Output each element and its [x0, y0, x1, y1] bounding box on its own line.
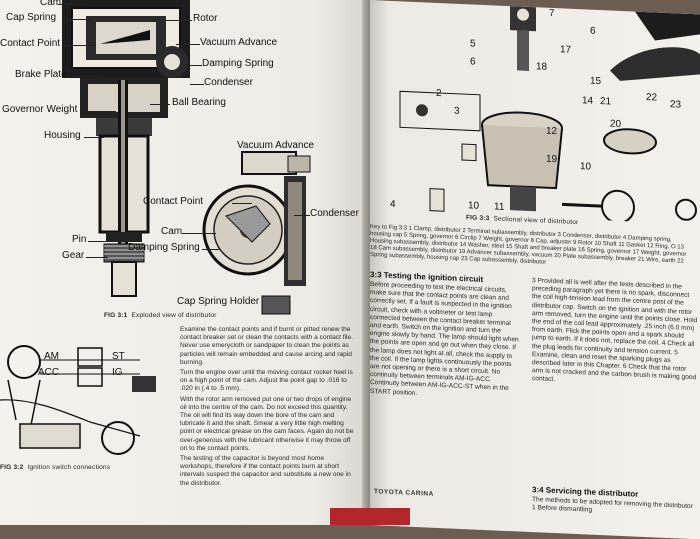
part-number-label: 3	[454, 105, 460, 117]
fig-3-2-number: FIG 3:2	[0, 464, 24, 471]
leader-line	[232, 203, 252, 204]
label-condenser: Condenser	[204, 77, 253, 88]
leader-line	[166, 20, 192, 21]
part-number-label: 7	[549, 7, 555, 20]
label-damping-spring-2: Damping Spring	[128, 242, 200, 253]
leader-line	[294, 215, 310, 216]
part-number-label: 10	[468, 200, 480, 212]
part-number-label: 14	[582, 95, 594, 107]
label-ig: IG	[112, 367, 123, 378]
fig-3-2-caption: FIG 3:2 Ignition switch connections	[0, 464, 110, 471]
part-number-label: 17	[560, 44, 572, 56]
part-number-label: 20	[610, 118, 622, 130]
label-st: ST	[112, 351, 125, 362]
label-cap-spring: Cap Spring	[6, 12, 57, 23]
label-contact-point: Contact Point	[0, 38, 61, 49]
part-number-label: 12	[546, 125, 558, 138]
leader-line	[150, 104, 170, 105]
leader-line	[190, 84, 204, 85]
part-number-label: 2	[436, 87, 442, 100]
leader-line	[70, 76, 100, 77]
leader-line	[84, 111, 116, 112]
part-number-label: 15	[590, 75, 602, 88]
label-pin: Pin	[72, 234, 87, 245]
leader-line	[186, 65, 202, 66]
servicing-body-text: 3 Provided all is well after the tests d…	[532, 277, 698, 384]
leader-line	[182, 233, 216, 234]
label-housing: Housing	[44, 130, 81, 141]
ignition-switch-drawing	[0, 345, 156, 455]
exploded-distributor-drawing	[62, 0, 190, 297]
part-number-label: 22	[646, 92, 658, 104]
leader-line	[62, 19, 92, 20]
paragraph: The testing of the capacitor is beyond m…	[180, 455, 351, 487]
label-acc: ACC	[38, 367, 60, 378]
testing-body-text: Before proceeding to test the electrical…	[370, 281, 519, 397]
label-gear: Gear	[62, 250, 85, 261]
leader-line	[202, 249, 220, 250]
part-number-label: 6	[470, 56, 476, 68]
paragraph: With the rotor arm removed put one or tw…	[180, 395, 354, 452]
paragraph: Examine the contact points and if burnt …	[180, 326, 353, 366]
paragraph: Turn the engine over until the moving co…	[180, 369, 353, 393]
part-number-label: 5	[470, 38, 476, 50]
label-rotor: Rotor	[193, 13, 218, 24]
left-page: Cam Cap Spring Contact Point Brake Plate…	[0, 0, 368, 525]
label-cam: Cam	[40, 0, 62, 8]
leader-line	[86, 257, 108, 258]
part-number-label: 18	[536, 61, 548, 73]
distributor-assembly-drawing	[202, 151, 311, 315]
label-contact-point-2: Contact Point	[143, 196, 204, 207]
part-number-label: 23	[670, 99, 682, 111]
page-footer: TOYOTA CARINA	[374, 488, 434, 498]
leader-line	[58, 4, 88, 5]
label-condenser-2: Condenser	[310, 208, 359, 219]
label-vacuum-advance-2: Vacuum Advance	[237, 140, 315, 151]
label-cap-spring-holder: Cap Spring Holder	[177, 296, 260, 307]
label-brake-plate: Brake Plate	[15, 69, 67, 80]
figure-key: Key to Fig 3:3 1 Clamp, distributor 2 Te…	[370, 224, 687, 266]
part-number-label: 21	[600, 96, 612, 108]
label-vacuum-advance: Vacuum Advance	[200, 37, 278, 48]
sectional-distributor-drawing	[399, 6, 700, 224]
fig-3-1-text: Exploded view of distributor	[131, 312, 217, 319]
fig-3-1-number: FIG 3:1	[104, 312, 128, 319]
label-am: AM	[44, 351, 59, 362]
fig-3-1-caption: FIG 3:1 Exploded view of distributor	[104, 312, 217, 319]
servicing-tail-text: The methods to be adopted for removing t…	[532, 496, 693, 514]
part-number-label: 4	[390, 198, 396, 211]
label-ball-bearing: Ball Bearing	[172, 97, 226, 108]
leader-line	[88, 241, 106, 242]
left-body-text: Examine the contact points and if burnt …	[180, 326, 355, 490]
part-number-label: 11	[494, 201, 505, 213]
fig-3-3-number: FIG 3:3	[466, 214, 490, 223]
leader-line	[84, 137, 104, 138]
label-cam-2: Cam	[161, 226, 183, 237]
part-number-label: 19	[546, 153, 558, 166]
label-damping-spring: Damping Spring	[202, 58, 274, 69]
leader-line	[176, 44, 200, 45]
leader-line	[62, 45, 96, 46]
red-book-edge	[330, 508, 410, 525]
right-page: 7 6 17 5 6 18 15 14 2 3 12 10 19 20 21 2…	[370, 0, 700, 539]
part-number-label: 10	[580, 161, 592, 173]
label-governor-weight: Governor Weight	[2, 104, 78, 115]
part-number-label: 6	[590, 25, 596, 37]
fig-3-2-text: Ignition switch connections	[27, 464, 111, 471]
